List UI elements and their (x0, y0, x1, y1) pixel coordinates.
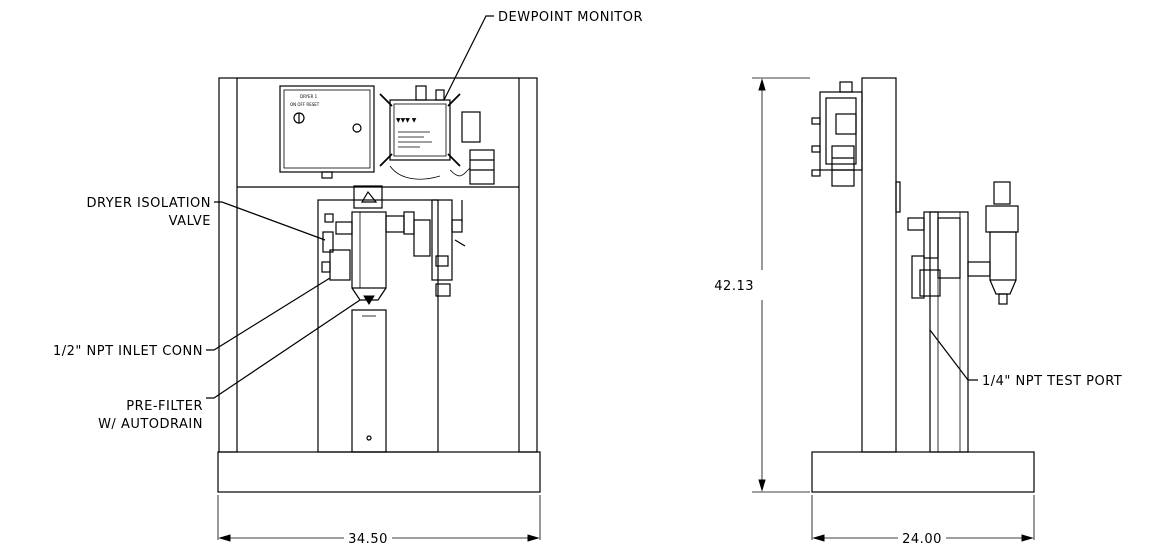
callout-dryer-isolation-1: DRYER ISOLATION (86, 196, 211, 211)
side-view (811, 77, 1035, 493)
side-base (811, 451, 1035, 493)
front-view: DRYER 1 ON OFF RESET ▼▼▼ ▼ (217, 77, 541, 493)
dim-front-width-label: 34.50 (348, 532, 388, 546)
front-center-stand (317, 199, 439, 453)
pre-filter-housing (351, 211, 387, 453)
dimension-front-width (217, 495, 541, 542)
callout-dryer-isolation-2: VALVE (169, 214, 211, 229)
dim-height-label: 42.13 (714, 279, 754, 294)
dimension-height (752, 77, 810, 493)
callout-prefilter-1: PRE-FILTER (126, 399, 203, 414)
side-regulator (967, 181, 1019, 305)
callout-leaders (206, 15, 978, 399)
front-base (217, 451, 541, 493)
side-post (861, 77, 897, 453)
front-piping (321, 199, 466, 297)
callout-dewpoint-monitor: DEWPOINT MONITOR (498, 10, 643, 25)
filter-head-display (353, 185, 383, 209)
dewpoint-monitor-unit: ▼▼▼ ▼ (379, 85, 495, 185)
callout-test-port: 1/4" NPT TEST PORT (982, 374, 1122, 389)
callout-inlet-conn: 1/2" NPT INLET CONN (53, 344, 203, 359)
front-right-post (518, 77, 538, 453)
callout-prefilter-2: W/ AUTODRAIN (98, 417, 203, 432)
dim-side-width-label: 24.00 (902, 532, 942, 546)
dryer-controller-box: DRYER 1 ON OFF RESET (279, 85, 375, 179)
side-filter-stand (907, 211, 969, 453)
svg-text:DRYER 1: DRYER 1 (300, 94, 318, 99)
front-left-post (218, 77, 238, 453)
svg-text:▼▼▼ ▼: ▼▼▼ ▼ (396, 117, 417, 124)
svg-text:ON OFF RESET: ON OFF RESET (290, 102, 320, 107)
dimension-side-width (811, 495, 1035, 542)
side-controller (811, 81, 863, 187)
